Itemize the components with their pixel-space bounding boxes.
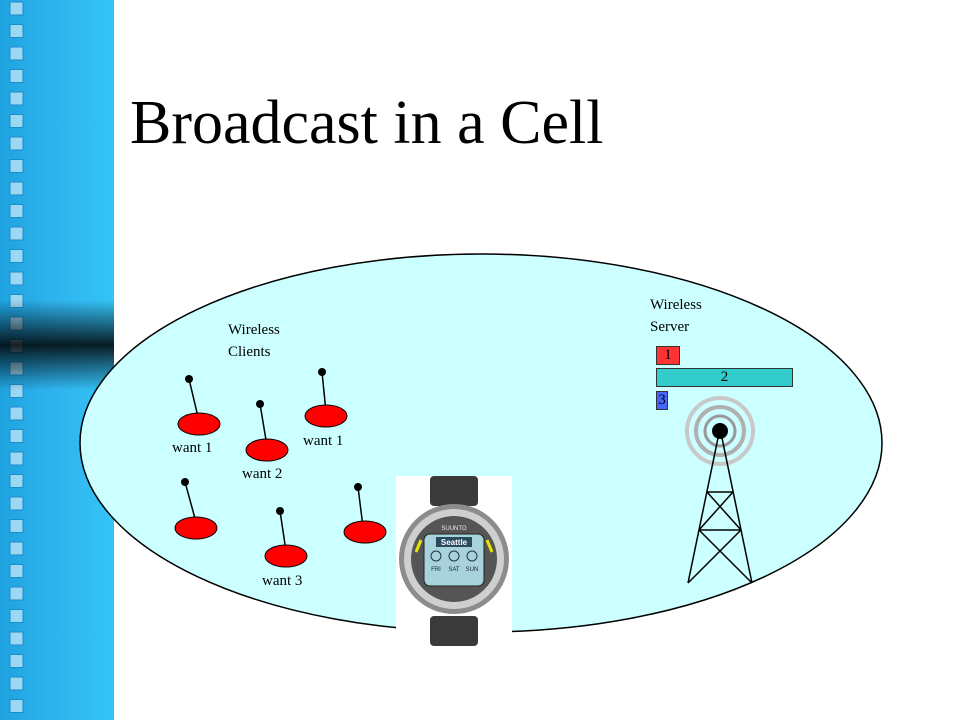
sidebar-square xyxy=(9,429,24,443)
watch-day: SUN xyxy=(466,567,479,573)
sidebar-square xyxy=(9,676,24,691)
sidebar-square xyxy=(9,406,24,421)
sidebar-square xyxy=(9,496,24,511)
sidebar-square xyxy=(9,46,24,61)
client-request-label: want 1 xyxy=(303,433,344,449)
sidebar-decoration xyxy=(0,0,114,720)
sidebar-square xyxy=(9,1,24,16)
client-device xyxy=(174,478,218,540)
broadcast-slot-2: 2 xyxy=(656,368,793,387)
sidebar-square xyxy=(9,159,24,173)
sidebar-square xyxy=(9,24,24,38)
watch-city: Seattle xyxy=(441,538,468,547)
sidebar-square xyxy=(9,136,24,151)
client-request-label: want 1 xyxy=(172,440,213,456)
client-device xyxy=(264,507,308,568)
sidebar-square xyxy=(9,474,24,488)
watch-day: FRI xyxy=(431,567,441,573)
server-label: Wireless Server xyxy=(650,297,702,335)
sidebar-square xyxy=(9,519,24,533)
client-device xyxy=(177,375,221,436)
broadcast-slot-3: 3 xyxy=(656,391,668,410)
page-title: Broadcast in a Cell xyxy=(130,89,604,157)
sidebar-square xyxy=(9,249,24,263)
sidebar-square xyxy=(9,586,24,601)
broadcast-slot-1: 1 xyxy=(656,346,680,365)
client-device xyxy=(343,483,387,544)
sidebar-square xyxy=(9,654,24,668)
watch-day: SAT xyxy=(448,567,460,573)
sidebar-square xyxy=(9,631,24,646)
wristwatch-image: SUUNTO Seattle FRI SAT SUN xyxy=(396,476,512,646)
client-request-label: want 2 xyxy=(242,466,283,482)
sidebar-square xyxy=(9,564,24,578)
sidebar-square xyxy=(9,91,24,106)
sidebar-square xyxy=(9,699,24,713)
client-request-label: want 3 xyxy=(262,573,303,589)
watch-brand: SUUNTO xyxy=(441,526,467,532)
sidebar-square xyxy=(9,114,24,128)
sidebar-square xyxy=(9,69,24,83)
sidebar-squares xyxy=(9,1,24,713)
broadcast-tower xyxy=(685,396,755,584)
sidebar-square xyxy=(9,609,24,623)
sidebar-square xyxy=(9,226,24,241)
sidebar-square xyxy=(9,181,24,196)
sidebar-square xyxy=(9,271,24,286)
sidebar-shade xyxy=(0,300,114,390)
client-device xyxy=(304,368,348,428)
client-device xyxy=(245,400,289,462)
sidebar-square xyxy=(9,204,24,218)
clients-label: Wireless Clients xyxy=(228,322,280,360)
sidebar-square xyxy=(9,451,24,466)
sidebar-square xyxy=(9,541,24,556)
